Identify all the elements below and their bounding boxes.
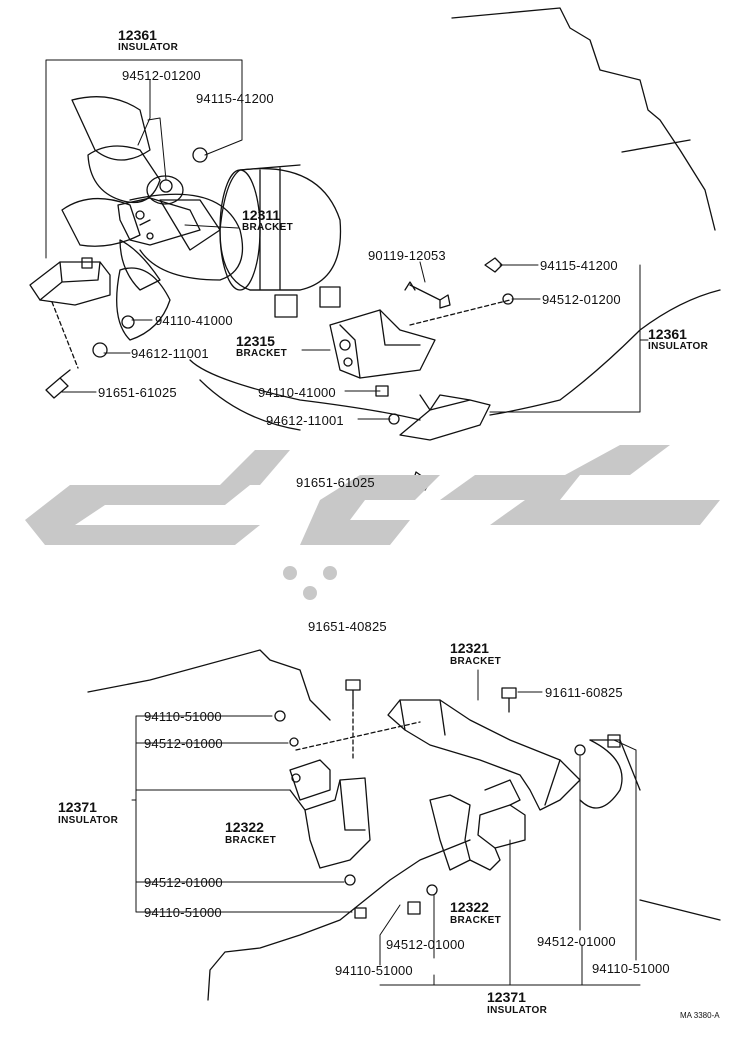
part-94512-01000-left-top: 94512-01000 (144, 736, 223, 751)
part-94512-01200-top: 94512-01200 (122, 68, 201, 83)
part-94512-01000-center: 94512-01000 (386, 937, 465, 952)
bracket-12311-shape (117, 197, 201, 246)
bottom-fasteners (274, 679, 621, 919)
part-91611-60825: 91611-60825 (545, 685, 623, 700)
bracket-12311-number: 12311 (242, 207, 281, 223)
part-94115-41200-right: 94115-41200 (540, 258, 618, 273)
part-94512-01000-right: 94512-01000 (537, 934, 616, 949)
bracket-12322-right-name: BRACKET (450, 915, 501, 926)
top-left-insulator-shape (29, 257, 111, 306)
alternator (219, 164, 342, 291)
right-insulator-shape (399, 394, 491, 441)
bracket-12311-name: BRACKET (242, 222, 293, 233)
part-94612-11001-left: 94612-11001 (131, 346, 209, 361)
dash-line-left (51, 301, 79, 369)
engine-outline-bottom (87, 649, 721, 1001)
part-94110-51000-right: 94110-51000 (592, 961, 670, 976)
insulator-12361-top-name: INSULATOR (118, 42, 179, 53)
part-94512-01200-right: 94512-01200 (542, 292, 621, 307)
bracket-12315-shape (329, 309, 436, 379)
bracket-12321-shape (387, 699, 623, 811)
bracket-12321-number: 12321 (450, 640, 489, 656)
part-94110-51000-center: 94110-51000 (335, 963, 413, 978)
bolt-90119 (404, 281, 451, 309)
part-94110-51000-left-top: 94110-51000 (144, 709, 222, 724)
figure-code: MA 3380-A (680, 1011, 720, 1020)
spacer-a (274, 294, 298, 318)
bracket-12322-left-name: BRACKET (225, 835, 276, 846)
part-94110-41000-center: 94110-41000 (258, 385, 336, 400)
spacer-b (319, 286, 341, 308)
dash-line-bottom (295, 721, 421, 751)
leaders-bottom (131, 669, 641, 986)
fan-belt (129, 193, 244, 281)
part-94612-11001-center: 94612-11001 (266, 413, 344, 428)
insulator-12371-bottom-number: 12371 (487, 989, 526, 1005)
part-91651-61025-center: 91651-61025 (296, 475, 375, 490)
part-94512-01000-left-bottom: 94512-01000 (144, 875, 223, 890)
part-94110-51000-left-bottom: 94110-51000 (144, 905, 222, 920)
part-94110-41000-left: 94110-41000 (155, 313, 233, 328)
right-fasteners (375, 257, 514, 491)
insulator-12371-left-name: INSULATOR (58, 815, 119, 826)
bracket-12315-name: BRACKET (236, 348, 287, 359)
right-mount-shape (429, 779, 526, 871)
bracket-12321-name: BRACKET (450, 656, 501, 667)
bracket-12315-number: 12315 (236, 333, 275, 349)
insulator-12361-right-number: 12361 (648, 326, 687, 342)
part-91651-40825: 91651-40825 (308, 619, 387, 634)
part-94115-41200-top: 94115-41200 (196, 91, 274, 106)
leaders-top (45, 59, 649, 483)
engine-outline-top (451, 7, 716, 231)
bracket-12322-left-number: 12322 (225, 819, 264, 835)
left-fasteners (45, 147, 208, 399)
insulator-12371-bottom-name: INSULATOR (487, 1005, 548, 1016)
part-90119-12053: 90119-12053 (368, 248, 446, 263)
left-mount-shape (289, 759, 371, 869)
part-91651-61025-left: 91651-61025 (98, 385, 177, 400)
dash-line-right (409, 299, 511, 326)
insulator-12361-right-name: INSULATOR (648, 341, 709, 352)
insulator-12371-left-number: 12371 (58, 799, 97, 815)
insulator-12361-top-number: 12361 (118, 27, 157, 43)
bracket-12322-right-number: 12322 (450, 899, 489, 915)
